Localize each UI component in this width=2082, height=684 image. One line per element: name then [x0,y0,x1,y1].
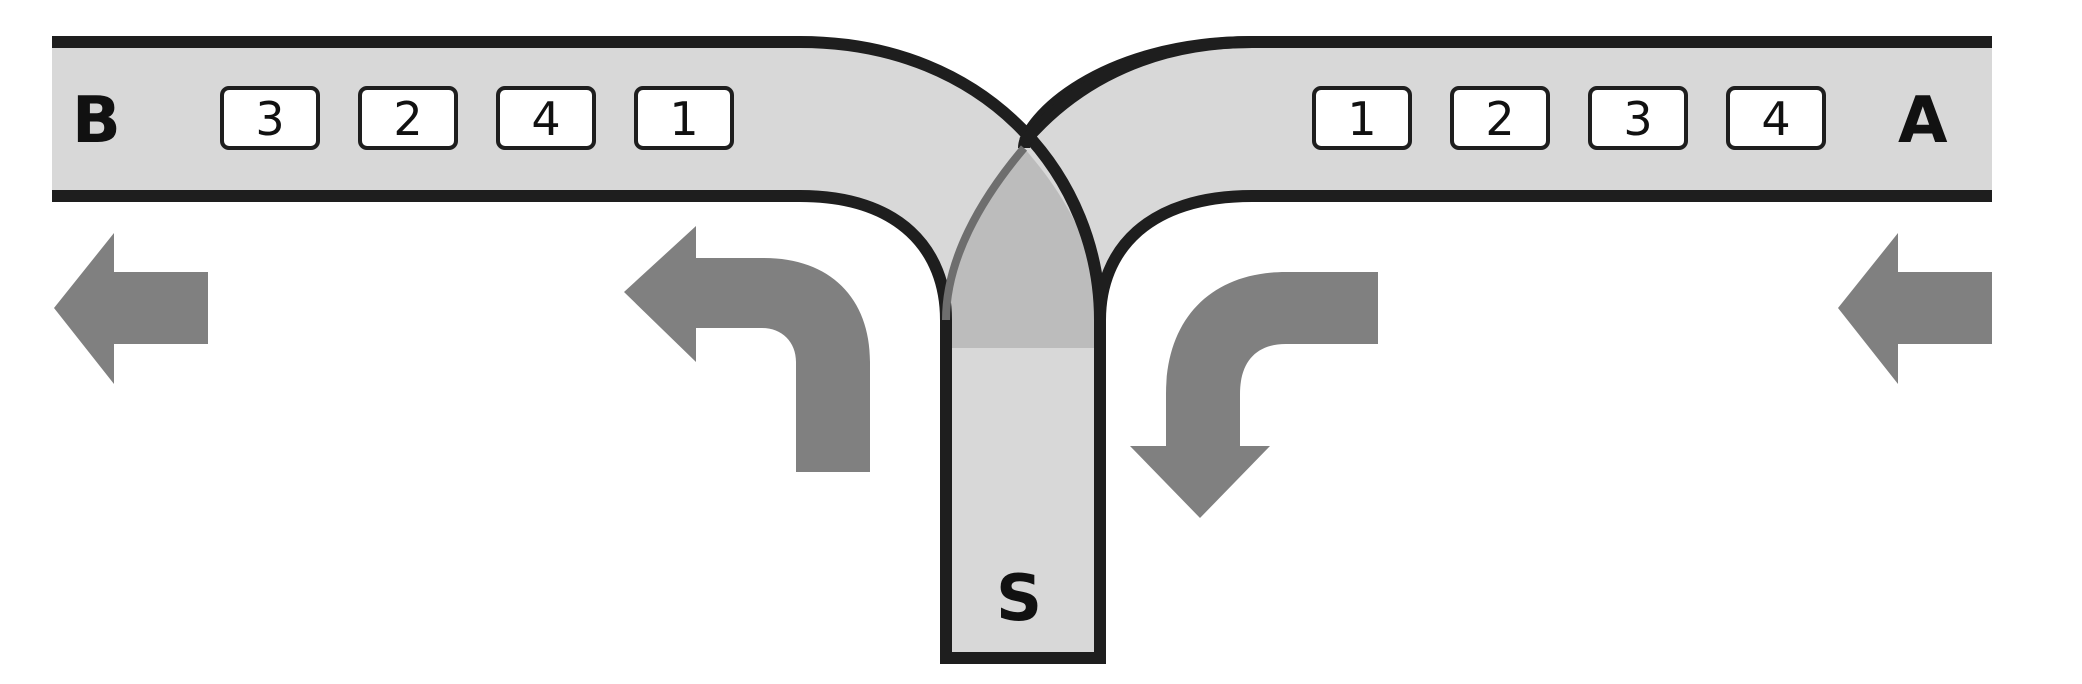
train-near-b: 3 2 4 1 [220,86,734,150]
car-number: 3 [1623,92,1652,146]
car: 3 [220,86,320,150]
curved-arrow-down-left-icon [1130,272,1378,518]
rail-top-left [52,36,1106,658]
arrow-left-icon [54,233,208,384]
rail-bottom-right [1094,190,1992,321]
car: 4 [496,86,596,150]
car: 3 [1588,86,1688,150]
car-number: 4 [531,92,560,146]
rail-crossing-faint [942,145,1028,321]
train-near-a: 1 2 3 4 [1312,86,1826,150]
track-rails [52,36,1992,664]
car-number: 1 [1347,92,1376,146]
car-number: 3 [255,92,284,146]
car: 2 [1450,86,1550,150]
car: 2 [358,86,458,150]
car: 4 [1726,86,1826,150]
car: 1 [1312,86,1412,150]
car-number: 1 [669,92,698,146]
arrow-left-near-a-icon [1838,233,1992,384]
car-number: 2 [1485,92,1514,146]
car-number: 4 [1761,92,1790,146]
rail-top-right-curve [1019,36,1253,146]
car: 1 [634,86,734,150]
label-b: B [72,84,121,158]
crossing-overlap [946,148,1100,348]
label-s: S [996,562,1042,636]
car-number: 2 [393,92,422,146]
curved-arrow-up-left-icon [624,226,870,472]
label-a: A [1898,84,1948,158]
direction-arrows [54,226,1992,518]
